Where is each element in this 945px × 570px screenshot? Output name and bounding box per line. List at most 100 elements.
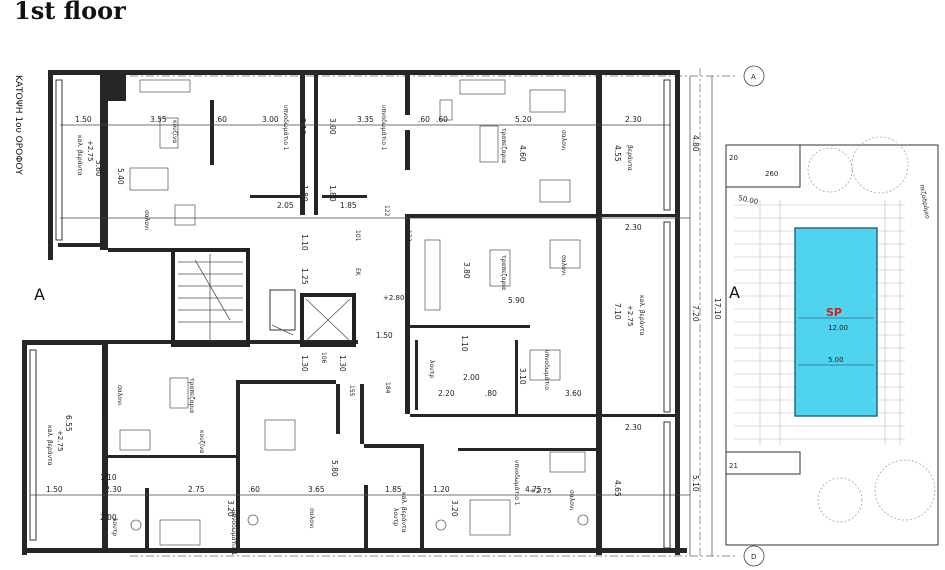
room-label: βεράντα [626, 145, 633, 171]
room-label: υπνοδωμάτιο 1 [513, 460, 520, 506]
room-label: υπνοδωμάτιο 1 [380, 105, 387, 151]
dim-label: 4.75 [525, 485, 542, 494]
dim-label: 5.80 [330, 460, 339, 477]
dim-label: 1.80 [328, 185, 337, 202]
pool-dimension: 12.00 [828, 324, 848, 332]
door-number: 106 [320, 352, 327, 364]
site-number: 20 [729, 154, 738, 162]
grid-bubble-bottom [743, 545, 765, 567]
room-label: υπνοδωμάτιο 1 [282, 105, 289, 151]
dim-label: 7.20 [691, 305, 700, 322]
dim-label: 3.20 [450, 500, 459, 517]
dim-label: 1.80 [300, 185, 309, 202]
room-label: τραπεζαρια [188, 378, 195, 413]
dim-label: 3.55 [150, 115, 167, 124]
dim-label: 5.10 [691, 475, 700, 492]
dim-label: .60 [215, 115, 227, 124]
site-number: 21 [729, 462, 738, 470]
dims-bottom: 1.50 2.30 2.75 .60 3.65 1.85 1.20 4.75 1… [46, 473, 542, 522]
stair-label: ΕΚ [354, 268, 361, 277]
room-label: σαλονι [116, 385, 123, 405]
room-label: τραπεζαρια [500, 128, 507, 163]
dim-label: 2.20 [438, 389, 455, 398]
door-number: 123 [405, 230, 412, 242]
dim-label: 3.00 [328, 118, 337, 135]
room-label: σαλονι [560, 255, 567, 275]
dim-label: 1.85 [340, 201, 357, 210]
road-dimension: 50.00 [738, 194, 759, 206]
level-mark: +2.75 [86, 140, 94, 161]
dim-label: 2.75 [188, 485, 205, 494]
site-number: 260 [765, 170, 778, 178]
room-label: κουζίνα [198, 430, 205, 453]
dim-label: 6.55 [64, 415, 73, 432]
room-label: καλ. βεράντα [76, 135, 83, 176]
room-labels: υπνοδωμάτιο 1 υπνοδωμάτιο 1 σαλονι κουζί… [46, 105, 645, 556]
room-label: λουτρ [428, 360, 435, 378]
furniture [119, 79, 589, 546]
page-title: 1st floor [14, 0, 126, 25]
pool-dimension: 5.00 [828, 356, 844, 364]
stair-core: ΕΚ [171, 248, 361, 347]
room-label: σαλονι [143, 210, 150, 230]
dims-top: 1.50 3.55 .60 3.00 3.10 3.00 3.35 .60 .6… [75, 115, 642, 135]
dims-row2: 2.05 1.85 1.80 1.80 1.10 1.25 1.50 1.10 … [277, 185, 582, 398]
room-label: κουζίνα [171, 120, 178, 143]
dim-label: .80 [485, 389, 497, 398]
dim-label: 5.60 [94, 160, 103, 177]
dim-label: 5.40 [116, 168, 125, 185]
door-number: 184 [384, 382, 391, 394]
dim-label: 3.60 [565, 389, 582, 398]
dim-label: 4.65 [613, 480, 622, 497]
dim-label: 4.55 [613, 145, 622, 162]
dim-label: .60 [248, 485, 260, 494]
grid-label-bottom: D [751, 553, 756, 561]
dim-label: 7.10 [613, 303, 622, 320]
dim-label: 17.10 [713, 298, 722, 320]
room-label: λουτρ [392, 508, 399, 526]
door-numbers: 122 101 123 106 155 184 [320, 205, 412, 397]
dim-label: .60 [418, 115, 430, 124]
dim-label: 3.10 [298, 118, 307, 135]
dim-label: 1.30 [338, 355, 347, 372]
dim-label: 5.20 [515, 115, 532, 124]
dim-label: 1.10 [100, 473, 117, 482]
interior-walls [108, 75, 600, 550]
door-number: 101 [354, 230, 361, 242]
dim-label: 4.60 [518, 145, 527, 162]
dim-label: 2.30 [625, 223, 642, 232]
outer-walls [22, 70, 687, 555]
level-mark: +2.75 [626, 305, 634, 326]
dim-label: 2.30 [105, 485, 122, 494]
room-label: καλ. βεράντα [638, 295, 645, 336]
section-mark-left: A [34, 285, 45, 304]
dim-label: 1.50 [376, 331, 393, 340]
dim-label: 1.10 [460, 335, 469, 352]
dim-label: 1.25 [300, 268, 309, 285]
dim-label: 2.30 [625, 115, 642, 124]
dim-label: 3.10 [518, 368, 527, 385]
road-label: πεζοδρόμιο [918, 184, 931, 219]
dim-label: 2.00 [463, 373, 480, 382]
dim-label: 1.10 [300, 234, 309, 251]
dim-label: 1.85 [385, 485, 402, 494]
dim-label: 4.00 [100, 398, 109, 415]
room-label: λουτρ [111, 518, 118, 536]
dim-label: 1.30 [300, 355, 309, 372]
room-label: σαλονι [560, 130, 567, 150]
dim-label: 2.05 [277, 201, 294, 210]
section-mark-pool: A [729, 283, 740, 302]
level-mark: +2.75 [530, 487, 551, 495]
dim-label: 5.90 [508, 296, 525, 305]
room-label: τραπεζαρια [500, 255, 507, 290]
dims-row3: 1.30 1.30 3.80 5.90 3.10 2.30 2.30 5.40 … [64, 145, 642, 517]
dims-right: 4.80 7.20 17.10 5.10 [691, 76, 722, 556]
grid-lines: A D [130, 65, 765, 567]
dim-label: 4.80 [691, 135, 700, 152]
dim-label: 2.00 [100, 513, 117, 522]
dim-label: 3.20 [226, 500, 235, 517]
pool [794, 227, 878, 417]
dimension-lines [30, 76, 691, 556]
section-title: ΚΑΤΟΨΗ 1ου ΟΡΟΦΟΥ [13, 75, 23, 175]
